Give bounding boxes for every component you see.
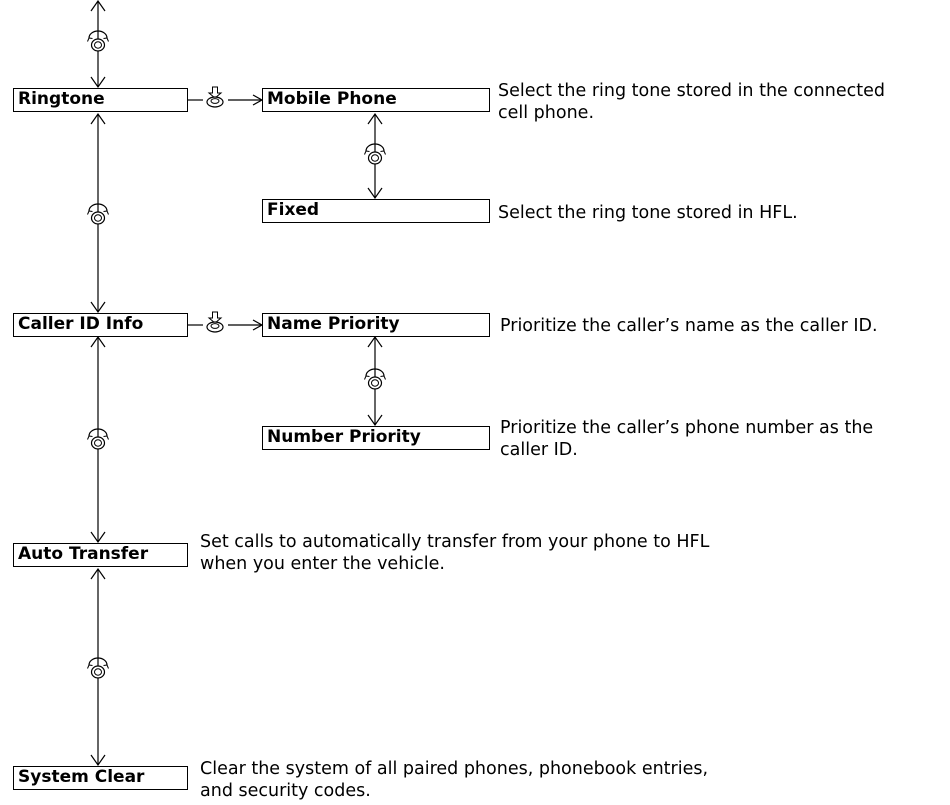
description-line: Set calls to automatically transfer from…: [200, 532, 710, 552]
description-line: Select the ring tone stored in the conne…: [498, 81, 886, 101]
description-line: Prioritize the caller’s phone number as …: [500, 418, 874, 438]
description-fixed: Select the ring tone stored in HFL.: [498, 202, 798, 224]
menu-item-auto-transfer[interactable]: Auto Transfer: [13, 543, 188, 567]
main-arrowheads: [90, 0, 106, 767]
description-name-priority: Prioritize the caller’s name as the call…: [500, 315, 878, 337]
knob-press-icon: [206, 311, 224, 333]
knob-press-icon: [206, 86, 224, 108]
description-mobile-phone: Select the ring tone stored in the conne…: [498, 80, 885, 124]
description-line: Select the ring tone stored in HFL.: [498, 203, 798, 223]
description-line: and security codes.: [200, 781, 371, 801]
horizontal-connectors: [188, 94, 264, 331]
description-line: cell phone.: [498, 103, 595, 123]
option-fixed[interactable]: Fixed: [262, 199, 490, 223]
description-line: when you enter the vehicle.: [200, 554, 445, 574]
description-system-clear: Clear the system of all paired phones, p…: [200, 758, 708, 802]
description-line: Prioritize the caller’s name as the call…: [500, 316, 878, 336]
description-number-priority: Prioritize the caller’s phone number as …: [500, 417, 873, 461]
menu-item-system-clear[interactable]: System Clear: [13, 766, 188, 790]
description-auto-transfer: Set calls to automatically transfer from…: [200, 531, 709, 575]
description-line: caller ID.: [500, 440, 578, 460]
menu-item-ringtone[interactable]: Ringtone: [13, 88, 188, 112]
menu-item-caller-id-info[interactable]: Caller ID Info: [13, 313, 188, 337]
option-number-priority[interactable]: Number Priority: [262, 426, 490, 450]
description-line: Clear the system of all paired phones, p…: [200, 759, 709, 779]
option-mobile-phone[interactable]: Mobile Phone: [262, 88, 490, 112]
option-name-priority[interactable]: Name Priority: [262, 313, 490, 337]
